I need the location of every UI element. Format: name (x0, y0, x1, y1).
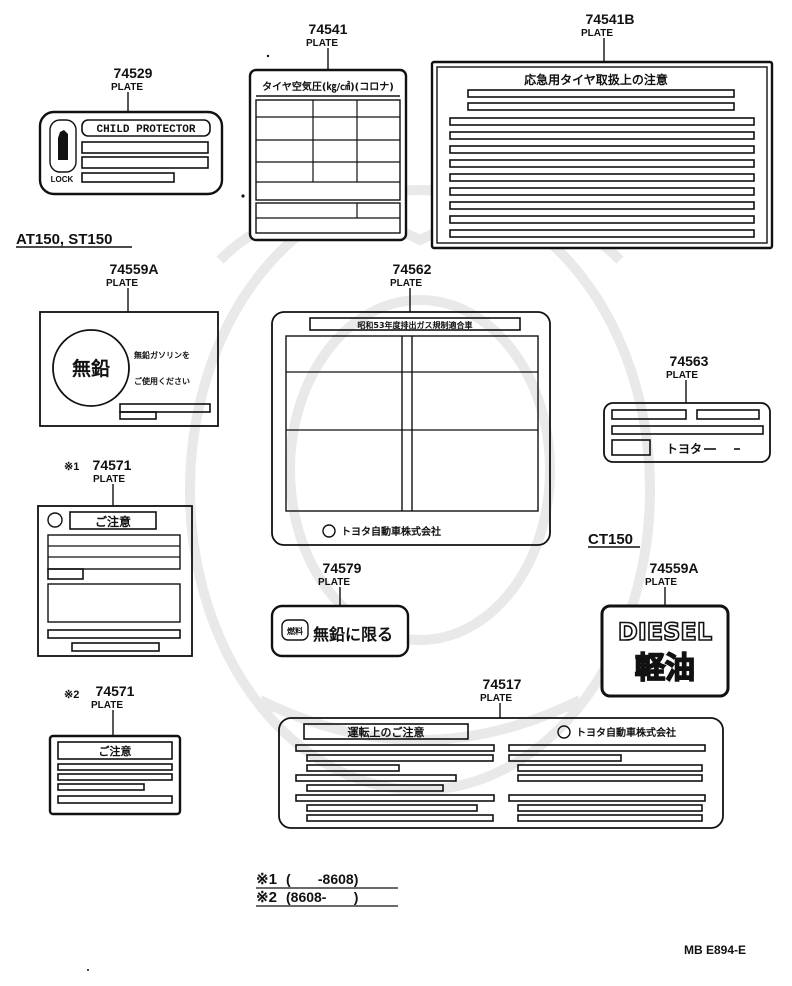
diagram-code: MB E894-E (684, 943, 746, 957)
part-74517: 74517 PLATE 運転上のご注意 トヨタ自動車株式会社 (278, 676, 724, 829)
group-label-ct150: CT150 (588, 531, 633, 548)
part-name: PLATE (645, 577, 677, 588)
fuel-badge: 燃料 (287, 626, 303, 636)
tire-pressure-title: タイヤ空気圧(㎏/㎠)(コロナ) (262, 80, 394, 93)
caution-title: ご注意 (95, 514, 131, 529)
part-number: 74559A (109, 261, 158, 277)
footnote-1-range: ( -8608) (286, 871, 358, 887)
part-number: 74541B (585, 11, 634, 27)
footnote-2-mark: ※2 (256, 889, 277, 906)
part-name: PLATE (318, 577, 350, 588)
maker-name: トヨタ自動車株式会社 (576, 726, 676, 739)
part-74571-2: ※2 74571 PLATE ご注意 (48, 683, 182, 816)
child-protector-title: CHILD PROTECTOR (96, 124, 195, 136)
unleaded-only-text: 無鉛に限る (313, 625, 393, 644)
footnote-2-range: (8608- ) (286, 889, 358, 905)
toyota-logo-icon (322, 524, 336, 538)
part-name: PLATE (581, 28, 613, 39)
emission-title: 昭和53年度排出ガス規制適合車 (357, 320, 472, 330)
part-name: PLATE (106, 278, 138, 289)
part-name: PLATE (666, 370, 698, 381)
caution-title: ご注意 (99, 744, 132, 758)
toyota-label: トヨタ (666, 442, 702, 456)
part-74571-1: ※1 74571 PLATE ご注意 (37, 457, 193, 657)
toyota-logo-icon (557, 725, 571, 739)
unleaded-line-1: 無鉛ガソリンを (134, 350, 190, 360)
maker-name: トヨタ自動車株式会社 (341, 525, 441, 538)
part-74562: 74562 PLATE 昭和53年度排出ガス規制適合車 トヨタ自動車株式会社 (271, 261, 551, 546)
part-number: 74571 (96, 683, 135, 699)
diesel-text: DIESEL (618, 618, 712, 646)
lock-label: LOCK (51, 175, 74, 184)
footnotes: ※1 ( -8608) ※2 (8608- ) (256, 871, 398, 907)
toyota-logo-icon (47, 512, 63, 528)
part-number: 74517 (483, 676, 522, 692)
part-name: PLATE (480, 693, 512, 704)
light-oil-text: 軽油 (635, 651, 695, 686)
part-number: 74559A (649, 560, 698, 576)
part-number: 74571 (93, 457, 132, 473)
part-74559a-1: 74559A PLATE 無鉛 無鉛ガソリンを ご使用ください (39, 261, 219, 427)
part-name: PLATE (91, 700, 123, 711)
part-74559a-2: 74559A PLATE DIESEL 軽油 (600, 560, 730, 698)
part-74541: 74541 PLATE タイヤ空気圧(㎏/㎠)(コロナ) (248, 21, 408, 242)
part-74541b: 74541B PLATE 応急用タイヤ取扱上の注意 (430, 11, 774, 250)
driving-caution-title: 運転上のご注意 (348, 725, 425, 739)
part-number: 74529 (114, 65, 153, 81)
note-mark: ※1 (64, 461, 79, 473)
part-name: PLATE (390, 278, 422, 289)
part-number: 74562 (393, 261, 432, 277)
lock-icon (58, 130, 68, 160)
part-number: 74541 (309, 21, 348, 37)
spare-tire-title: 応急用タイヤ取扱上の注意 (524, 72, 668, 87)
note-mark: ※2 (64, 689, 79, 701)
part-number: 74563 (670, 353, 709, 369)
footnote-1-mark: ※1 (256, 871, 277, 888)
part-74529: 74529 PLATE LOCK CHILD PROTECTOR (38, 65, 224, 196)
group-label-at150-st150: AT150, ST150 (16, 231, 112, 248)
part-name: PLATE (93, 474, 125, 485)
part-74579: 74579 PLATE 燃料 無鉛に限る (270, 560, 410, 658)
unleaded-symbol: 無鉛 (72, 357, 110, 380)
part-number: 74579 (323, 560, 362, 576)
part-name: PLATE (306, 38, 338, 49)
part-74563: 74563 PLATE トヨタ (603, 353, 771, 463)
unleaded-line-2: ご使用ください (134, 376, 190, 386)
part-name: PLATE (111, 82, 143, 93)
